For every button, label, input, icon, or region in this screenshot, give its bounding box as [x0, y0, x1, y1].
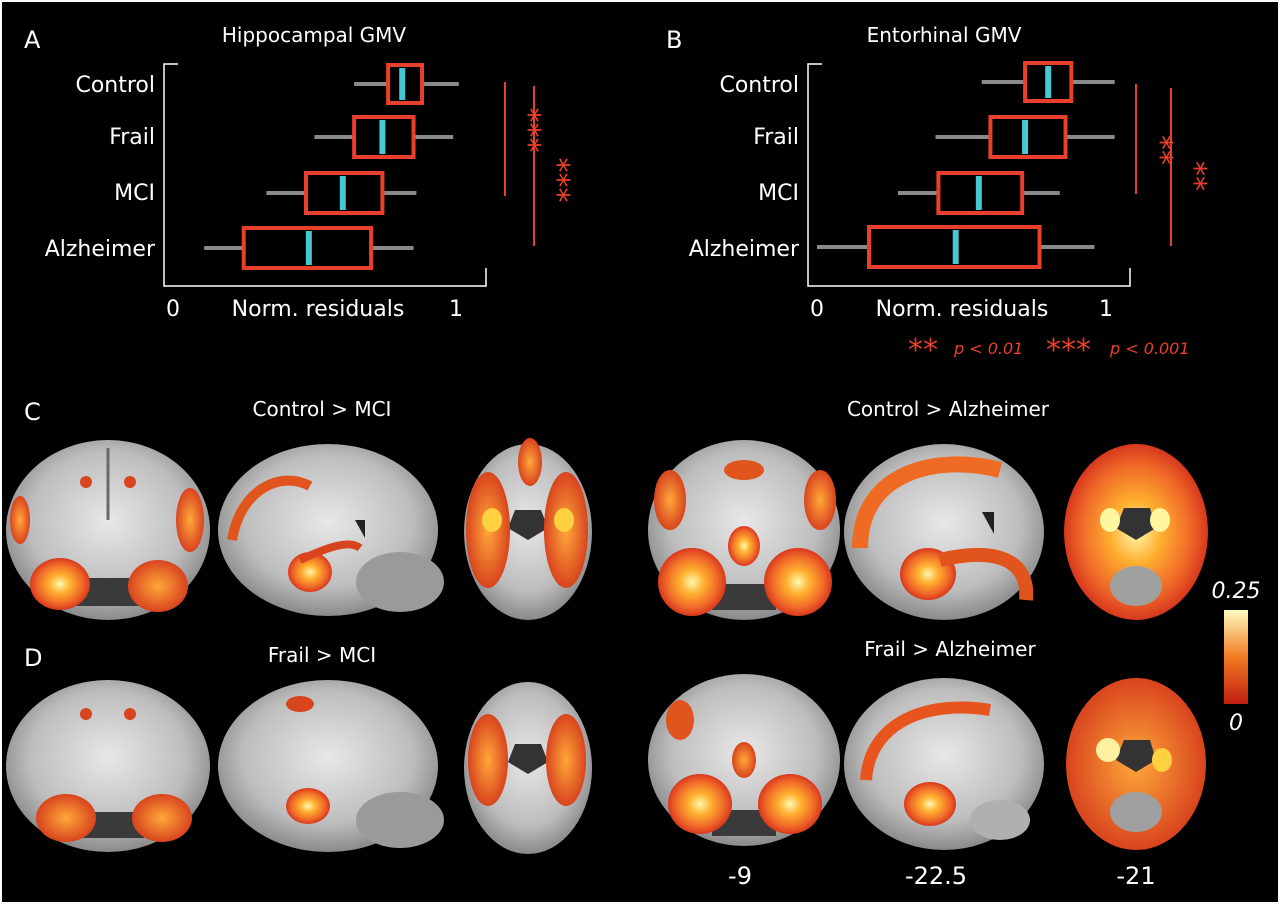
brain-slices-frail-mci — [6, 680, 592, 854]
legend-stars-triple: *** — [1046, 333, 1091, 368]
p-value-legend: ** p < 0.01 *** p < 0.001 — [908, 333, 1190, 368]
category-label: Control — [719, 73, 799, 98]
contrast-title-frail-alzheimer: Frail > Alzheimer — [864, 637, 1036, 661]
significance-stars: *** — [511, 108, 546, 153]
x-tick-1: 1 — [1099, 297, 1113, 322]
legend-text-triple: p < 0.001 — [1109, 339, 1190, 358]
x-tick-1: 1 — [449, 297, 463, 322]
chart-hippocampal-gmv: Hippocampal GMV 0 1 Norm. residuals Cont… — [45, 23, 575, 322]
panel-label-b: B — [666, 26, 682, 54]
chart-title: Hippocampal GMV — [222, 23, 407, 47]
axis-frame — [807, 63, 1131, 287]
coronal-slice — [648, 674, 840, 846]
chart-entorhinal-gmv: Entorhinal GMV 0 1 Norm. residuals Contr… — [689, 23, 1212, 322]
colorbar-min-label: 0 — [1229, 711, 1243, 736]
slice-coordinate-axial: -21 — [1116, 862, 1155, 890]
colorbar: 0.25 0 — [1212, 579, 1261, 736]
category-label: Control — [75, 73, 155, 98]
category-label: MCI — [114, 181, 155, 206]
x-tick-0: 0 — [810, 297, 824, 322]
coronal-slice — [6, 680, 210, 852]
sagittal-slice — [844, 444, 1044, 620]
legend-text-double: p < 0.01 — [953, 339, 1023, 358]
box-group — [817, 61, 1115, 269]
contrast-title-frail-mci: Frail > MCI — [268, 643, 376, 667]
coronal-slice — [648, 440, 840, 620]
chart-title: Entorhinal GMV — [867, 23, 1022, 47]
panel-label-a: A — [24, 26, 41, 54]
legend-stars-double: ** — [908, 333, 938, 368]
slice-coordinate-coronal: -9 — [728, 862, 752, 890]
panel-label-c: C — [24, 398, 41, 426]
sagittal-slice — [844, 678, 1044, 850]
box-group — [204, 63, 459, 270]
contrast-title-control-alzheimer: Control > Alzheimer — [847, 397, 1050, 421]
brain-slices-frail-alzheimer — [648, 674, 1206, 850]
contrast-title-control-mci: Control > MCI — [253, 397, 392, 421]
axis-frame — [163, 63, 487, 287]
x-axis-label: Norm. residuals — [876, 297, 1049, 322]
category-label: Alzheimer — [45, 237, 156, 262]
sagittal-slice — [218, 680, 444, 852]
axial-slice — [464, 682, 592, 854]
category-label: Alzheimer — [689, 237, 800, 262]
significance-stars: ** — [1143, 135, 1178, 165]
sagittal-slice — [218, 444, 444, 616]
brain-slices-control-alzheimer — [648, 440, 1208, 620]
coronal-slice — [6, 440, 210, 620]
significance-stars: *** — [540, 158, 575, 203]
x-tick-0: 0 — [166, 297, 180, 322]
colorbar-gradient — [1224, 610, 1248, 704]
category-label: MCI — [758, 181, 799, 206]
panel-label-d: D — [24, 644, 42, 672]
axial-slice — [1066, 678, 1206, 850]
significance-stars: ** — [1177, 161, 1212, 191]
x-axis-label: Norm. residuals — [232, 297, 405, 322]
axial-slice — [464, 438, 592, 620]
category-label: Frail — [109, 125, 155, 150]
brain-slices-control-mci — [6, 438, 592, 620]
axial-slice — [1064, 444, 1208, 620]
category-label: Frail — [753, 125, 799, 150]
slice-coordinate-sagittal: -22.5 — [905, 862, 967, 890]
colorbar-max-label: 0.25 — [1212, 579, 1261, 604]
